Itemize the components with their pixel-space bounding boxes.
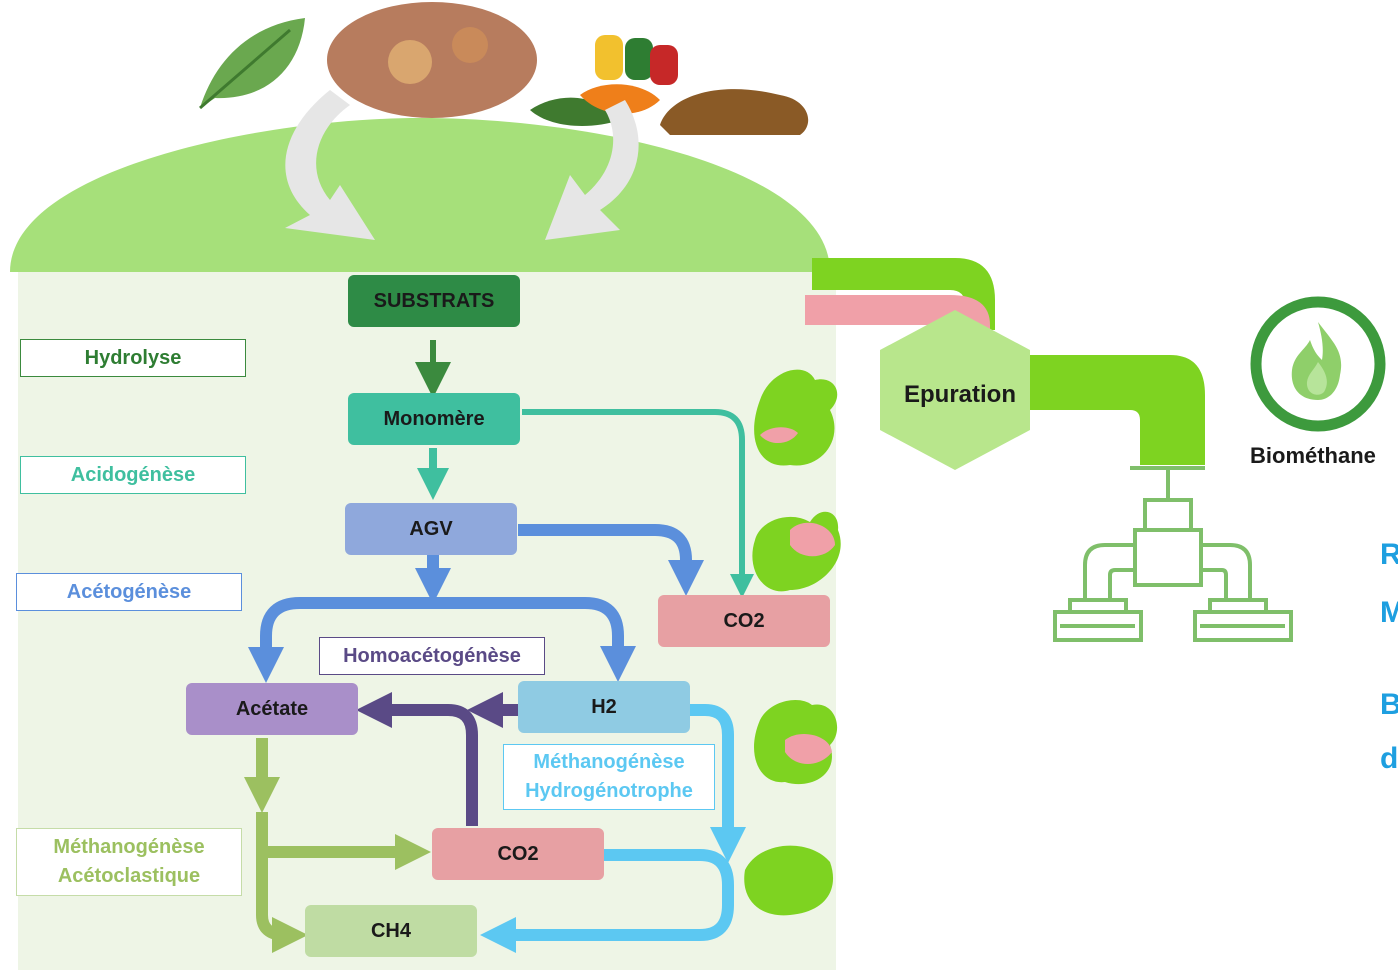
stage-methanogenese-hydro-line2: Hydrogénotrophe [525,780,693,802]
stage-methanogenese-hydro-line1: Méthanogénèse [533,751,685,773]
arrow-co2-acetate [356,692,478,826]
cropped-text-d: d [1380,742,1398,775]
stage-acidogenese: Acidogénèse [20,456,246,494]
epuration-unit [880,310,1030,470]
leaf-icon [199,18,305,110]
stage-methanogenese-aceto-line1: Méthanogénèse [53,836,205,858]
vegetables-illustration [530,35,678,126]
cropped-text-b: B [1380,688,1398,721]
stage-acetogenese: Acétogénèse [16,573,242,611]
feed-arrows [285,90,639,240]
node-h2: H2 [518,681,690,733]
stage-methanogenese-aceto-line2: Acétoclastique [57,865,201,887]
node-co2-bottom: CO2 [432,828,604,880]
node-monomere: Monomère [348,393,520,445]
stage-methanogenese-hydrogenotrophe: Méthanogénèse Hydrogénotrophe [503,744,715,810]
cropped-text-m: M [1380,596,1398,629]
arrow-to-h2 [433,597,636,682]
node-acetate: Acétate [186,683,358,735]
cropped-text-r: R [1380,538,1398,571]
arrow-to-acetate [248,597,433,683]
microorganism-icons [744,369,841,916]
node-ch4: CH4 [305,905,477,957]
stage-homoacetogenese: Homoacétogénèse [319,637,545,675]
epuration-label: Epuration [904,381,1016,408]
stage-hydrolyse: Hydrolyse [20,339,246,377]
node-co2-top: CO2 [658,595,830,647]
node-substrats: SUBSTRATS [348,275,520,327]
node-agv: AGV [345,503,517,555]
arrow-to-ch4-hydro [480,849,734,953]
arrow-agv-co2 [518,524,704,596]
arrow-monomere-co2 [522,409,754,598]
arrow-to-ch4-aceto [256,812,308,953]
digester-dome [10,118,830,272]
flame-icon [1250,296,1386,432]
biomethane-label: Biométhane [1250,443,1376,468]
stage-methanogenese-acetoclastique: Méthanogénèse Acétoclastique [16,828,242,896]
compost-apples-illustration [327,2,537,118]
gas-network-valve-icon [1053,466,1293,642]
arrow-h2-methanogenesis [690,704,746,863]
manure-illustration [660,89,809,135]
